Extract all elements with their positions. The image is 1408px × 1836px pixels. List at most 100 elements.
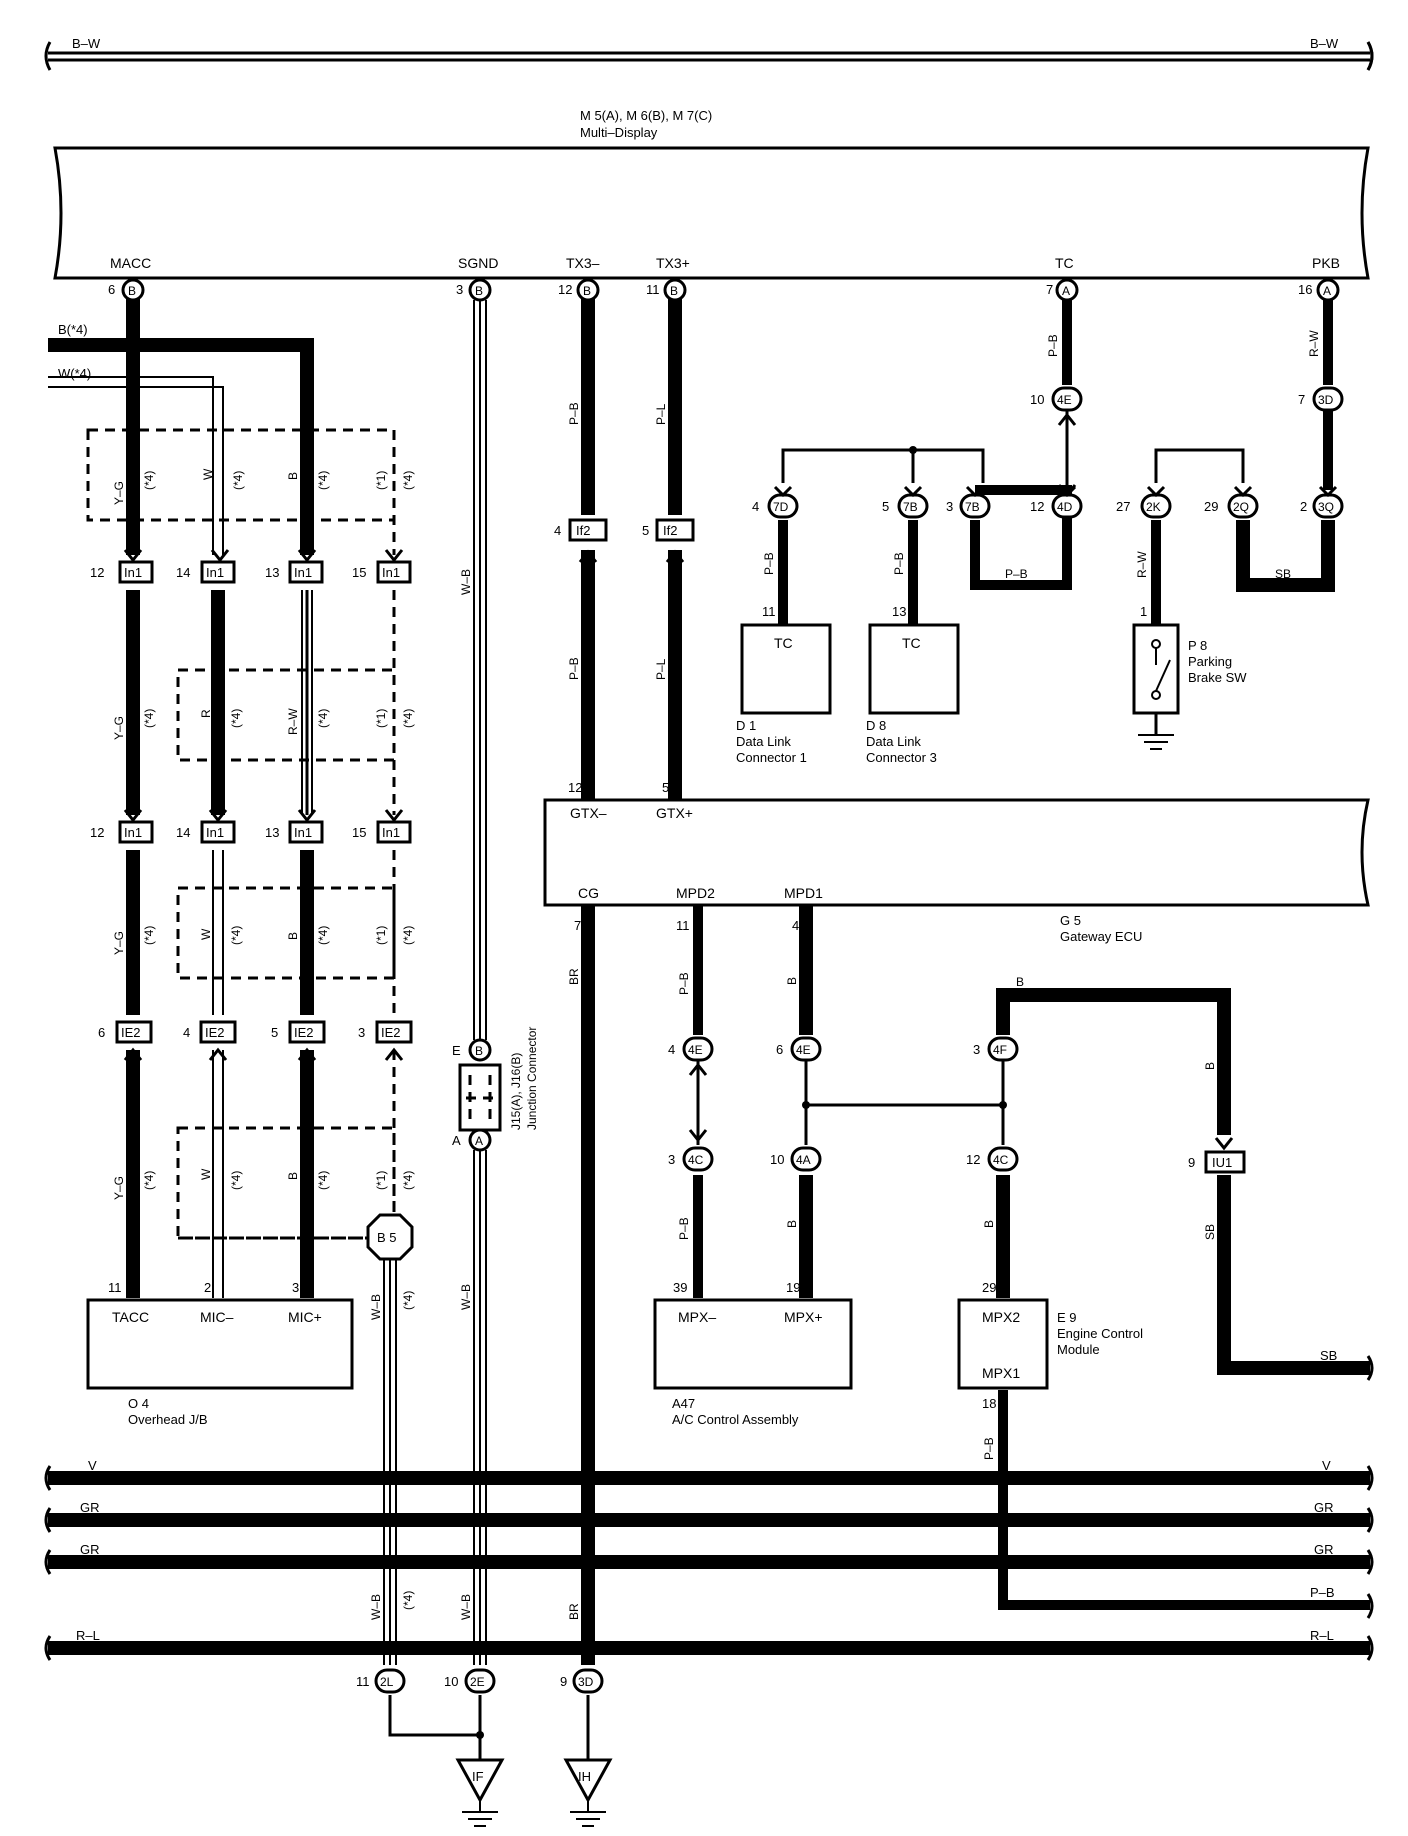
svg-text:P–L: P–L xyxy=(654,658,668,680)
svg-text:12: 12 xyxy=(558,282,572,297)
svg-text:(*1): (*1) xyxy=(374,471,388,490)
svg-text:Module: Module xyxy=(1057,1342,1100,1357)
svg-text:(*4): (*4) xyxy=(142,926,156,945)
if2-connectors: If2 If2 4 5 xyxy=(554,518,695,563)
svg-text:7D: 7D xyxy=(773,500,789,514)
svg-text:P–B: P–B xyxy=(567,657,581,680)
gateway-ecu: 12 5 GTX– GTX+ CG MPD2 MPD1 7 11 4 G 5 G… xyxy=(543,780,1370,944)
svg-text:Engine Control: Engine Control xyxy=(1057,1326,1143,1341)
svg-text:Connector 3: Connector 3 xyxy=(866,750,937,765)
svg-text:6: 6 xyxy=(108,282,115,297)
svg-text:4: 4 xyxy=(752,499,759,514)
svg-text:3Q: 3Q xyxy=(1318,500,1334,514)
svg-text:(*4): (*4) xyxy=(142,471,156,490)
svg-text:7B: 7B xyxy=(965,500,980,514)
svg-text:(*4): (*4) xyxy=(316,709,330,728)
svg-text:2: 2 xyxy=(204,1280,211,1295)
svg-text:CG: CG xyxy=(578,885,599,901)
input-w4-label: W(*4) xyxy=(58,366,91,381)
svg-text:E 9: E 9 xyxy=(1057,1310,1077,1325)
svg-text:3: 3 xyxy=(358,1025,365,1040)
svg-text:6: 6 xyxy=(776,1042,783,1057)
svg-text:(*4): (*4) xyxy=(316,1171,330,1190)
svg-text:10: 10 xyxy=(770,1152,784,1167)
svg-text:In1: In1 xyxy=(382,565,400,580)
svg-text:Y–G: Y–G xyxy=(112,931,126,955)
svg-text:12: 12 xyxy=(568,780,582,795)
sb-out-label: SB xyxy=(1320,1348,1337,1363)
ac-control-assembly: 39 19 MPX– MPX+ A47 A/C Control Assembly xyxy=(653,1280,853,1427)
svg-text:Connector 1: Connector 1 xyxy=(736,750,807,765)
engine-control-module: 29 MPX2 MPX1 18 E 9 Engine Control Modul… xyxy=(957,1280,1143,1411)
bus-v-left: V xyxy=(88,1458,97,1473)
svg-text:P–B: P–B xyxy=(982,1437,996,1460)
bus-pb-right: P–B xyxy=(1310,1585,1335,1600)
svg-text:R–W: R–W xyxy=(1135,551,1149,578)
svg-text:4C: 4C xyxy=(993,1153,1009,1167)
svg-text:P–B: P–B xyxy=(1046,334,1060,357)
in1-row-1: In1 In1 In1 In1 12 14 13 15 xyxy=(90,549,412,584)
svg-text:P–B: P–B xyxy=(762,552,776,575)
svg-text:3D: 3D xyxy=(578,1675,594,1689)
svg-text:In1: In1 xyxy=(124,565,142,580)
svg-text:3: 3 xyxy=(973,1042,980,1057)
svg-text:12: 12 xyxy=(90,565,104,580)
multi-display-name: Multi–Display xyxy=(580,125,658,140)
svg-text:5: 5 xyxy=(882,499,889,514)
in1-row-2: In1 In1 In1 In1 12 14 13 15 xyxy=(90,809,412,844)
svg-text:J15(A), J16(B): J15(A), J16(B) xyxy=(509,1053,523,1130)
svg-text:W: W xyxy=(199,1168,213,1180)
svg-text:9: 9 xyxy=(1188,1155,1195,1170)
svg-text:13: 13 xyxy=(265,825,279,840)
bottom-connectors: 2L 11 2E 10 3D 9 xyxy=(356,1668,604,1739)
svg-text:3: 3 xyxy=(668,1152,675,1167)
svg-text:4D: 4D xyxy=(1057,500,1073,514)
svg-text:MPX+: MPX+ xyxy=(784,1309,823,1325)
b5-junction: B 5 xyxy=(366,1213,414,1261)
svg-text:10: 10 xyxy=(444,1674,458,1689)
svg-text:13: 13 xyxy=(892,604,906,619)
svg-text:(*4): (*4) xyxy=(401,471,415,490)
svg-text:7: 7 xyxy=(1298,392,1305,407)
svg-text:W: W xyxy=(201,468,215,480)
svg-text:12: 12 xyxy=(1030,499,1044,514)
bus-gr2-left: GR xyxy=(80,1542,100,1557)
svg-text:Junction Connector: Junction Connector xyxy=(525,1027,539,1130)
svg-text:In1: In1 xyxy=(206,565,224,580)
svg-text:IE2: IE2 xyxy=(205,1025,225,1040)
svg-text:MPD2: MPD2 xyxy=(676,885,715,901)
svg-text:3: 3 xyxy=(456,282,463,297)
svg-text:5: 5 xyxy=(271,1025,278,1040)
svg-text:B: B xyxy=(286,1172,300,1180)
svg-text:TC: TC xyxy=(774,635,793,651)
svg-text:(*4): (*4) xyxy=(401,926,415,945)
svg-text:B: B xyxy=(785,1220,799,1228)
bus-gr1-left: GR xyxy=(80,1500,100,1515)
svg-text:(*4): (*4) xyxy=(401,709,415,728)
multi-display-ids: M 5(A), M 6(B), M 7(C) xyxy=(580,108,712,123)
svg-text:9: 9 xyxy=(560,1674,567,1689)
svg-text:B: B xyxy=(583,284,591,298)
svg-text:(*4): (*4) xyxy=(401,1171,415,1190)
svg-text:3: 3 xyxy=(946,499,953,514)
svg-text:GTX–: GTX– xyxy=(570,805,607,821)
svg-text:W–B: W–B xyxy=(459,569,473,595)
svg-text:W–B: W–B xyxy=(459,1594,473,1620)
data-link-connector-1: 11 TC D 1 Data Link Connector 1 xyxy=(736,604,832,765)
svg-text:Y–G: Y–G xyxy=(112,716,126,740)
svg-text:O 4: O 4 xyxy=(128,1396,149,1411)
svg-text:R–W: R–W xyxy=(286,708,300,735)
svg-text:11: 11 xyxy=(108,1280,122,1295)
svg-text:Data Link: Data Link xyxy=(866,734,921,749)
svg-text:D 8: D 8 xyxy=(866,718,886,733)
svg-text:4: 4 xyxy=(554,523,561,538)
svg-text:P–B: P–B xyxy=(677,972,691,995)
svg-text:In1: In1 xyxy=(206,825,224,840)
svg-text:Y–G: Y–G xyxy=(112,1176,126,1200)
bus-gr1-right: GR xyxy=(1314,1500,1334,1515)
parking-brake-switch: 1 P 8 Parking Brake SW xyxy=(1132,604,1247,750)
wire-color-labels: Y–G (*4) W (*4) B (*4) (*1) (*4) Y–G (*4… xyxy=(112,330,1321,1620)
svg-text:SB: SB xyxy=(1203,1224,1217,1240)
svg-text:B: B xyxy=(670,284,678,298)
svg-text:If2: If2 xyxy=(576,523,590,538)
